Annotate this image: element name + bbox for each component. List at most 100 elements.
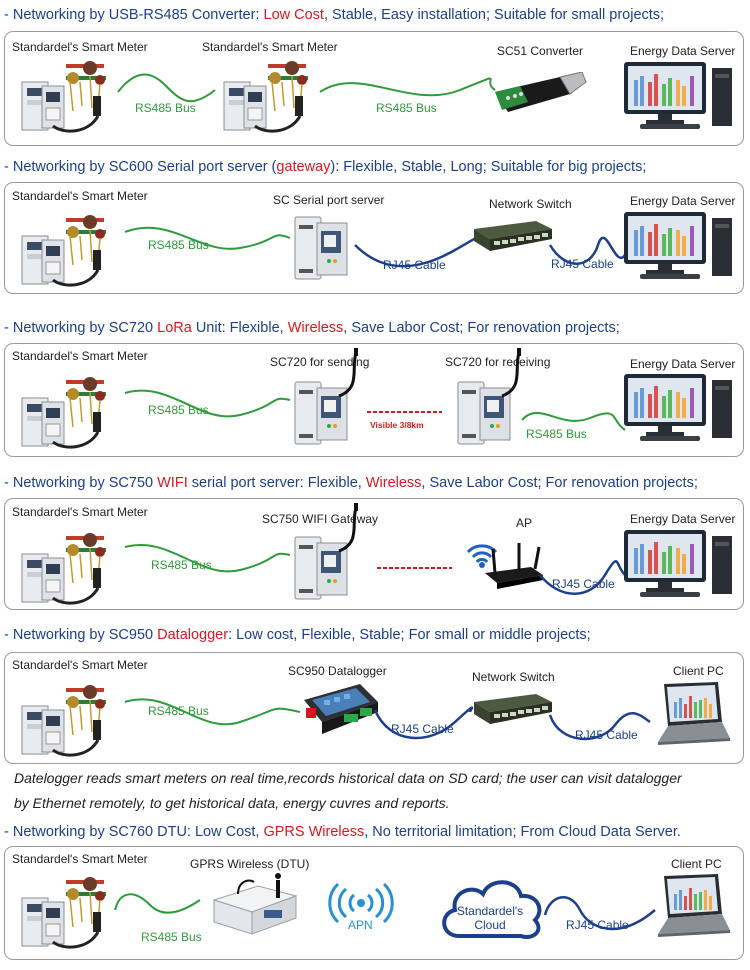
heading-text: - Networking by SC750 [4,475,158,491]
sender-label: SC720 for sending [270,355,370,369]
section2-panel [4,182,744,294]
heading-text: - Networking by SC950 [4,627,158,643]
smart-meter-icon [18,372,113,457]
apn-label: APN [348,918,373,932]
meter-label: Standardel's Smart Meter [202,40,338,54]
wireless-link-line [367,411,442,413]
section1-panel [4,31,744,146]
meter-label: Standardel's Smart Meter [12,658,148,672]
heading-text: , Stable, Easy installation; Suitable fo… [323,7,665,23]
section5-heading: - Networking by SC950 Datalogger: Low co… [4,627,591,643]
serial-port-server-icon [293,213,353,286]
server-computer-icon [620,210,735,285]
heading-highlight: Wireless [287,320,344,336]
heading-text: , Save Labor Cost; For renovation projec… [421,475,698,491]
meter-label: Standardel's Smart Meter [12,852,148,866]
section2-heading: - Networking by SC600 Serial port server… [4,159,646,175]
section1-heading: - Networking by USB-RS485 Converter: Low… [4,7,664,23]
rj45-cable-label: RJ45 Cable [383,258,446,272]
rs485-bus-wire [521,412,626,431]
section6-panel [4,846,744,960]
heading-highlight: Low Cost [263,7,324,23]
rs485-bus-label: RS485 Bus [148,403,209,417]
receiver-label: SC720 for receiving [445,355,551,369]
rs485-bus-label: RS485 Bus [376,101,437,115]
converter-label: SC51 Converter [497,44,584,58]
rj45-cable-wire [373,706,474,740]
datalogger-note: Datelogger reads smart meters on real ti… [14,766,744,816]
usb-converter-icon [490,71,590,122]
rj45-cable-wire [548,712,651,741]
wireless-signal-icon [316,882,406,928]
switch-label: Network Switch [489,197,572,211]
server-label: Energy Data Server [630,194,736,208]
heading-highlight: LoRa [157,320,192,336]
client-laptop-icon [652,680,732,750]
client-label: Client PC [673,664,724,678]
rj45-cable-wire [539,560,626,595]
server-label: Energy Data Server [630,357,736,371]
heading-text: , Save Labor Cost; For renovation projec… [343,320,620,336]
rs485-bus-wire [319,77,496,97]
wifi-router-icon [465,535,545,595]
dtu-label: GPRS Wireless (DTU) [190,857,310,871]
client-laptop-icon [652,872,732,942]
meter-label: Standardel's Smart Meter [12,189,148,203]
section4-panel [4,498,744,610]
wifi-gateway-label: SC750 WIFI Gateway [262,512,379,526]
meter-label: Standardel's Smart Meter [12,505,148,519]
server-label: Energy Data Server [630,44,736,58]
section3-heading: - Networking by SC720 LoRa Unit: Flexibl… [4,320,620,336]
antenna-icon [331,348,371,403]
smart-meter-icon [18,56,113,141]
wireless-link-line [377,567,452,569]
rj45-cable-label: RJ45 Cable [391,722,454,736]
rs485-bus-label: RS485 Bus [148,704,209,718]
rs485-bus-wire [117,73,216,103]
meter-label: Standardel's Smart Meter [12,40,148,54]
rj45-cable-label: RJ45 Cable [575,728,638,742]
heading-text: : Low cost, Flexible, Stable; For small … [228,627,591,643]
rs485-bus-label: RS485 Bus [135,101,196,115]
heading-highlight: WIFI [157,475,188,491]
heading-highlight: gateway [276,159,331,175]
antenna-icon [331,503,371,558]
heading-text: ): Flexible, Stable, Long; Suitable for … [330,159,647,175]
network-switch-icon [470,688,555,733]
client-label: Client PC [671,857,722,871]
server-label: Energy Data Server [630,512,736,526]
rj45-cable-wire [548,236,627,265]
network-switch-icon [470,215,555,260]
section3-panel [4,343,744,457]
heading-highlight: Datalogger [157,627,229,643]
rs485-bus-label: RS485 Bus [526,427,587,441]
smart-meter-icon [220,56,315,141]
heading-highlight: GPRS Wireless [263,824,365,840]
section4-heading: - Networking by SC750 WIFI serial port s… [4,475,698,491]
smart-meter-icon [18,210,113,295]
heading-text: - Networking by SC760 DTU: Low Cost, [4,824,264,840]
rs485-bus-wire [124,226,291,250]
rj45-cable-label: RJ45 Cable [566,918,629,932]
rs485-bus-label: RS485 Bus [148,238,209,252]
heading-text: - Networking by USB-RS485 Converter: [4,7,264,23]
rs485-bus-wire [124,698,301,726]
datalogger-label: SC950 Datalogger [288,664,387,678]
cloud-label-line: Cloud [474,918,506,932]
smart-meter-icon [18,680,113,765]
rj45-cable-label: RJ45 Cable [552,577,615,591]
wifi-gateway-icon [293,503,358,606]
rs485-bus-label: RS485 Bus [151,558,212,572]
smart-meter-icon [18,528,113,613]
meter-label: Standardel's Smart Meter [12,349,148,363]
heading-text: serial port server: Flexible, [187,475,366,491]
rj45-cable-label: RJ45 Cable [551,257,614,271]
datalogger-icon [300,682,380,742]
antenna-icon [494,348,534,403]
heading-highlight: Wireless [365,475,422,491]
cloud-label-line: Standardel's [456,904,524,918]
switch-label: Network Switch [472,670,555,684]
smart-meter-icon [18,872,113,957]
